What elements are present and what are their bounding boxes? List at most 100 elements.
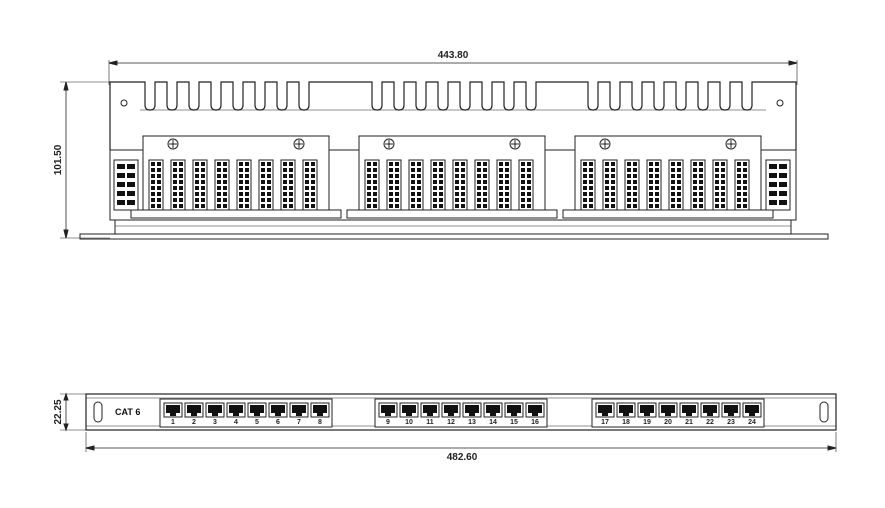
idc-block xyxy=(192,159,208,211)
idc-module-2 xyxy=(346,135,558,219)
port-number-label: 8 xyxy=(318,419,322,426)
port-number-label: 20 xyxy=(664,419,672,426)
screw-icon xyxy=(383,138,395,150)
port-number-label: 6 xyxy=(276,419,280,426)
idc-block xyxy=(302,159,318,211)
screw-icon xyxy=(599,138,611,150)
screw-icon xyxy=(293,138,305,150)
idc-block xyxy=(624,159,640,211)
port-number-label: 15 xyxy=(510,419,518,426)
rj45-port[interactable] xyxy=(399,402,419,418)
idc-block xyxy=(364,159,380,211)
rj45-port[interactable] xyxy=(289,402,309,418)
idc-block xyxy=(690,159,706,211)
rj45-port[interactable] xyxy=(595,402,615,418)
idc-module-1 xyxy=(130,135,342,219)
rj45-port[interactable] xyxy=(268,402,288,418)
idc-block xyxy=(280,159,296,211)
rj45-port[interactable] xyxy=(184,402,204,418)
mount-hole-left xyxy=(120,99,128,107)
rj45-port[interactable] xyxy=(378,402,398,418)
port-groups xyxy=(159,398,765,428)
mount-hole-right xyxy=(776,99,784,107)
idc-block xyxy=(602,159,618,211)
port-number-label: 13 xyxy=(468,419,476,426)
rj45-port[interactable] xyxy=(205,402,225,418)
top-view xyxy=(60,60,829,240)
port-number-label: 2 xyxy=(192,419,196,426)
rj45-port[interactable] xyxy=(616,402,636,418)
port-group-2 xyxy=(374,398,548,428)
idc-block xyxy=(452,159,468,211)
idc-block xyxy=(580,159,596,211)
rj45-port[interactable] xyxy=(310,402,330,418)
rj45-port[interactable] xyxy=(637,402,657,418)
rj45-port[interactable] xyxy=(700,402,720,418)
rj45-port[interactable] xyxy=(504,402,524,418)
idc-block xyxy=(258,159,274,211)
rj45-port[interactable] xyxy=(679,402,699,418)
front-view xyxy=(60,392,837,452)
port-number-label: 21 xyxy=(685,419,693,426)
rj45-port[interactable] xyxy=(483,402,503,418)
port-number-label: 5 xyxy=(255,419,259,426)
port-number-label: 11 xyxy=(426,419,434,426)
idc-block xyxy=(430,159,446,211)
idc-block xyxy=(236,159,252,211)
rack-slot-left xyxy=(93,401,103,423)
front-width-label: 482.60 xyxy=(447,452,478,463)
port-number-label: 4 xyxy=(234,419,238,426)
side-cable-blocks xyxy=(113,159,791,211)
screw-icon xyxy=(725,138,737,150)
rj45-port[interactable] xyxy=(462,402,482,418)
rj45-port[interactable] xyxy=(525,402,545,418)
rj45-port[interactable] xyxy=(420,402,440,418)
rj45-port[interactable] xyxy=(441,402,461,418)
idc-block xyxy=(646,159,662,211)
idc-block xyxy=(386,159,402,211)
port-number-label: 9 xyxy=(386,419,390,426)
base-flange xyxy=(79,233,829,240)
rj45-port[interactable] xyxy=(163,402,183,418)
port-number-label: 14 xyxy=(489,419,497,426)
side-block-left xyxy=(113,159,139,211)
screw-icon xyxy=(509,138,521,150)
port-number-label: 23 xyxy=(727,419,735,426)
top-width-label: 443.80 xyxy=(438,50,469,61)
cable-management-bar xyxy=(109,81,797,150)
port-group-1 xyxy=(159,398,333,428)
port-number-label: 7 xyxy=(297,419,301,426)
side-block-right xyxy=(765,159,791,211)
idc-modules xyxy=(130,109,774,219)
idc-block xyxy=(474,159,490,211)
idc-block xyxy=(214,159,230,211)
top-height-label: 101.50 xyxy=(53,144,64,175)
port-number-label: 19 xyxy=(643,419,651,426)
rj45-port[interactable] xyxy=(226,402,246,418)
port-number-label: 12 xyxy=(447,419,455,426)
port-number-label: 3 xyxy=(213,419,217,426)
port-group-3 xyxy=(591,398,765,428)
idc-block xyxy=(668,159,684,211)
idc-block xyxy=(148,159,164,211)
port-number-label: 1 xyxy=(171,419,175,426)
idc-module-3 xyxy=(562,135,774,219)
idc-block xyxy=(518,159,534,211)
idc-block xyxy=(712,159,728,211)
idc-block xyxy=(408,159,424,211)
rj45-port[interactable] xyxy=(247,402,267,418)
base-rail xyxy=(114,219,792,235)
idc-block xyxy=(496,159,512,211)
idc-block xyxy=(170,159,186,211)
port-number-label: 18 xyxy=(622,419,630,426)
rj45-port[interactable] xyxy=(742,402,762,418)
cat-label: CAT 6 xyxy=(115,407,140,417)
screw-icon xyxy=(167,138,179,150)
front-panel-body xyxy=(85,393,837,431)
port-number-label: 10 xyxy=(405,419,413,426)
port-number-label: 22 xyxy=(706,419,714,426)
rj45-port[interactable] xyxy=(721,402,741,418)
idc-block xyxy=(734,159,750,211)
front-height-label: 22.25 xyxy=(53,399,64,424)
rj45-port[interactable] xyxy=(658,402,678,418)
